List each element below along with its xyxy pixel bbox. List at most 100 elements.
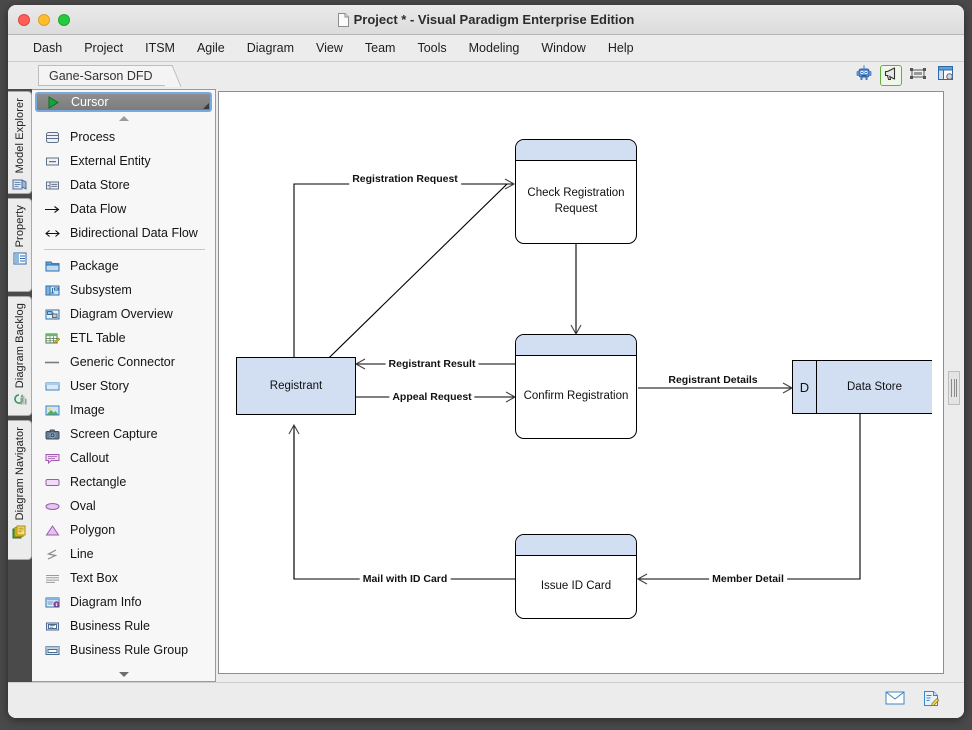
rectangle-icon [44, 475, 61, 490]
palette-items: Process External Entity Data Store [32, 125, 215, 668]
diagram-overview-icon [44, 307, 61, 322]
menu-agile[interactable]: Agile [196, 41, 225, 55]
palette-item-data-store[interactable]: Data Store [42, 173, 215, 197]
shape-confirm-registration[interactable]: Confirm Registration [515, 334, 637, 439]
fit-to-screen-button[interactable] [907, 65, 929, 86]
palette-item-business-rule-link-label: Business Rule Link [70, 667, 176, 668]
palette-item-callout[interactable]: Callout [42, 446, 215, 470]
palette-item-etl-table[interactable]: ETL Table [42, 326, 215, 350]
flow-mail-with-id-card-path [293, 432, 515, 580]
menu-modeling[interactable]: Modeling [468, 41, 520, 55]
palette-item-package[interactable]: Package [42, 254, 215, 278]
menu-view[interactable]: View [316, 41, 343, 55]
business-rule-group-icon [44, 643, 61, 658]
menu-diagram[interactable]: Diagram [246, 41, 294, 55]
dock-tab-property[interactable]: Property [8, 198, 32, 292]
flow-label-appeal-request: Appeal Request [389, 391, 475, 403]
breadcrumb[interactable]: Gane-Sarson DFD [38, 65, 169, 86]
palette-item-subsystem[interactable]: Subsystem [42, 278, 215, 302]
note-edit-button[interactable] [920, 690, 942, 711]
mail-button[interactable] [884, 691, 906, 711]
property-icon [13, 252, 27, 270]
panel-layout-icon [937, 65, 954, 86]
palette-item-bidirectional-data-flow[interactable]: Bidirectional Data Flow [42, 221, 215, 245]
panel-resize-grip[interactable] [948, 371, 960, 405]
palette-item-polygon[interactable]: Polygon [42, 518, 215, 542]
shape-registrant-label: Registrant [269, 380, 323, 392]
shape-data-store[interactable]: D Data Store [792, 360, 932, 414]
model-explorer-icon [12, 178, 27, 196]
palette-scroll-down[interactable] [32, 668, 215, 681]
palette-scroll-up[interactable] [32, 112, 215, 125]
panel-layout-button[interactable] [934, 65, 956, 86]
palette-item-data-flow[interactable]: Data Flow [42, 197, 215, 221]
palette-item-callout-label: Callout [70, 451, 109, 466]
menu-tools[interactable]: Tools [417, 41, 447, 55]
dock-tab-diagram-backlog-label: Diagram Backlog [13, 303, 26, 389]
dock-tab-diagram-navigator[interactable]: Diagram Navigator [8, 420, 32, 560]
palette-item-process[interactable]: Process [42, 125, 215, 149]
minimize-button[interactable] [38, 13, 50, 26]
flow-label-registrant-details: Registrant Details [665, 374, 761, 386]
palette-item-image[interactable]: Image [42, 398, 215, 422]
menu-window[interactable]: Window [541, 41, 586, 55]
data-flow-arrow-icon [44, 202, 61, 217]
data-store-identifier: D [793, 361, 817, 413]
shape-issue-id-card[interactable]: Issue ID Card [515, 534, 637, 619]
line-icon [44, 547, 61, 562]
mail-icon [885, 691, 905, 710]
application-window: Project * - Visual Paradigm Enterprise E… [8, 5, 964, 718]
dock-tab-diagram-backlog[interactable]: Diagram Backlog [8, 296, 32, 416]
palette-item-external-entity[interactable]: External Entity [42, 149, 215, 173]
menu-itsm[interactable]: ITSM [145, 41, 175, 55]
process-header-band [516, 335, 636, 356]
dock-tab-model-explorer-label: Model Explorer [13, 98, 26, 174]
user-story-icon [44, 379, 61, 394]
palette-item-business-rule-group[interactable]: Business Rule Group [42, 638, 215, 662]
palette-item-diagram-overview[interactable]: Diagram Overview [42, 302, 215, 326]
scroll-down-arrow-icon [118, 672, 129, 677]
megaphone-button[interactable] [880, 65, 902, 86]
palette-item-user-story[interactable]: User Story [42, 374, 215, 398]
palette-item-line[interactable]: Line [42, 542, 215, 566]
palette-item-oval-label: Oval [70, 499, 96, 514]
breadcrumb-toolbar: Gane-Sarson DFD [8, 62, 964, 89]
shape-registrant[interactable]: Registrant [236, 357, 356, 415]
palette-item-business-rule-link[interactable]: Business Rule Link [42, 662, 215, 668]
palette-item-text-box[interactable]: Text Box [42, 566, 215, 590]
data-store-icon [44, 178, 61, 193]
callout-icon [44, 451, 61, 466]
palette-item-generic-connector[interactable]: Generic Connector [42, 350, 215, 374]
palette-item-screen-capture[interactable]: Screen Capture [42, 422, 215, 446]
window-title-container: Project * - Visual Paradigm Enterprise E… [8, 12, 964, 27]
palette-item-etl-table-label: ETL Table [70, 331, 126, 346]
diagram-canvas[interactable]: Check Registration Request Confirm Regis… [218, 91, 944, 674]
status-bar [8, 682, 964, 718]
shape-check-registration-request[interactable]: Check Registration Request [515, 139, 637, 244]
palette-item-diagram-info-label: Diagram Info [70, 595, 142, 610]
palette-item-data-flow-label: Data Flow [70, 202, 127, 217]
menu-team[interactable]: Team [364, 41, 396, 55]
menu-project[interactable]: Project [84, 41, 124, 55]
shape-issue-id-card-label: Issue ID Card [540, 580, 612, 593]
main-body: Model Explorer Property Diagram Backlog [8, 89, 964, 682]
fit-to-screen-icon [909, 66, 927, 86]
maximize-button[interactable] [58, 13, 70, 26]
menu-help[interactable]: Help [607, 41, 634, 55]
robot-assistant-button[interactable] [853, 64, 875, 86]
flow-label-member-detail: Member Detail [709, 573, 787, 585]
palette-item-diagram-info[interactable]: Diagram Info [42, 590, 215, 614]
dock-tab-model-explorer[interactable]: Model Explorer [8, 91, 32, 194]
flow-label-mail-with-id-card: Mail with ID Card [359, 573, 451, 585]
palette-item-oval[interactable]: Oval [42, 494, 215, 518]
palette-item-business-rule[interactable]: Business Rule [42, 614, 215, 638]
process-icon [44, 130, 61, 145]
palette-item-package-label: Package [70, 259, 119, 274]
close-button[interactable] [18, 13, 30, 26]
palette-item-text-box-label: Text Box [70, 571, 118, 586]
menu-dash[interactable]: Dash [33, 41, 63, 55]
palette-item-cursor[interactable]: Cursor [35, 92, 212, 113]
palette-item-rectangle[interactable]: Rectangle [42, 470, 215, 494]
palette-item-line-label: Line [70, 547, 94, 562]
